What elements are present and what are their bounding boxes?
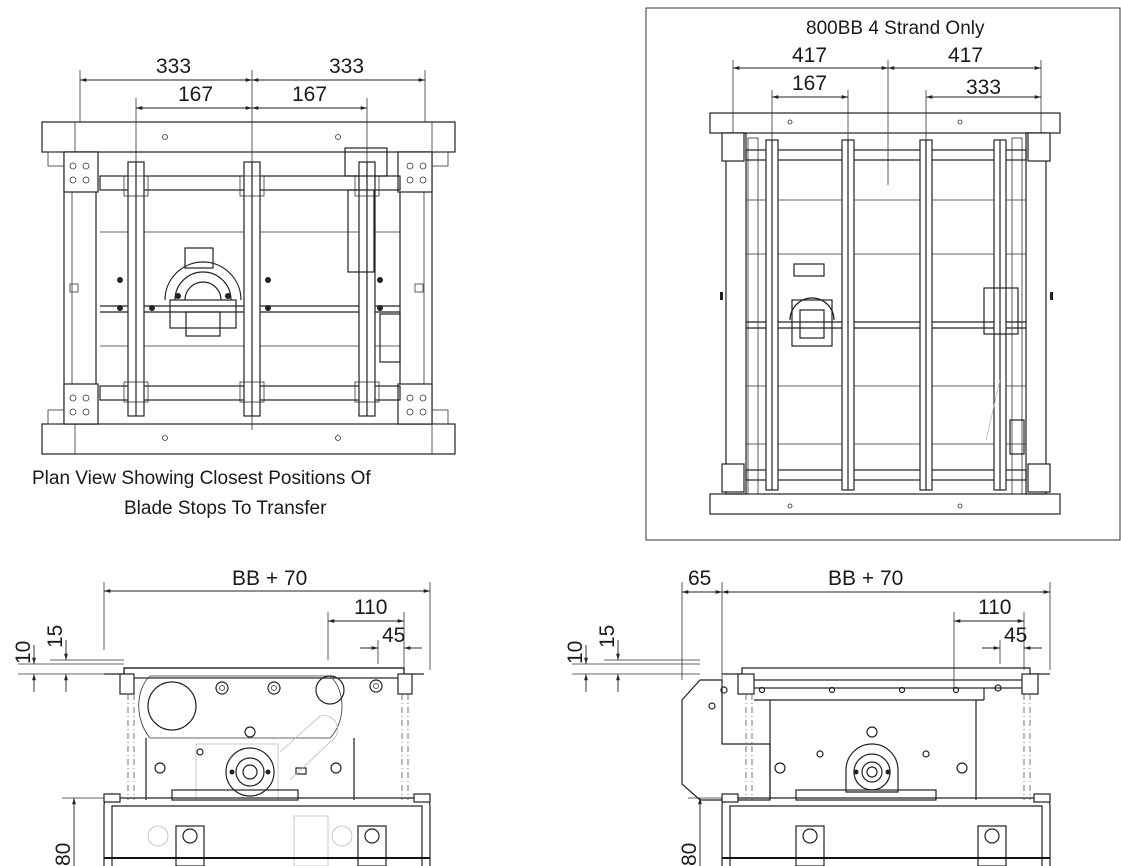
plan-left-frame (41, 121, 456, 455)
dim-bb70-right: BB + 70 (828, 567, 903, 590)
plan-left-dimensions: 333 333 167 167 (79, 55, 426, 430)
dim-80-left: 80 (52, 843, 75, 866)
plan-right-blade-stop (983, 287, 1025, 455)
dim-110-right: 110 (978, 596, 1011, 619)
plan-left-bolts (117, 277, 383, 311)
dim-80-right: 80 (678, 843, 701, 866)
plan-view-caption-line2: Blade Stops To Transfer (124, 498, 327, 519)
side-left-body (103, 667, 431, 866)
side-right-dimensions: 65 BB + 70 110 45 10 15 80 (564, 567, 1051, 866)
dim-15-left: 15 (44, 625, 67, 648)
dim-333: 333 (966, 76, 1001, 99)
dim-417-left: 417 (792, 44, 827, 67)
dim-167: 167 (792, 72, 827, 95)
strand-box-title: 800BB 4 Strand Only (806, 18, 985, 39)
dim-45-right: 45 (1004, 624, 1027, 647)
dim-65-right: 65 (688, 567, 711, 590)
dim-15-right: 15 (596, 625, 619, 648)
plan-left-drive-motor (164, 247, 242, 337)
dim-167-left: 167 (178, 83, 213, 106)
dim-110-left: 110 (354, 596, 387, 619)
plan-right-frame (709, 112, 1061, 515)
plan-left-blade-stop (344, 147, 401, 363)
side-left-dimensions: BB + 70 110 45 10 15 80 (12, 567, 431, 866)
dim-10-left: 10 (12, 641, 35, 664)
side-view-right: 65 BB + 70 110 45 10 15 80 (564, 567, 1051, 866)
plan-view-left: 333 333 167 167 (32, 55, 456, 519)
plan-right-shafts (745, 149, 1027, 481)
side-view-left: BB + 70 110 45 10 15 80 (12, 567, 431, 866)
plan-view-caption-line1: Plan View Showing Closest Positions Of (32, 468, 371, 489)
plan-right-strands (765, 139, 1007, 491)
dim-10-right: 10 (564, 641, 587, 664)
dim-167-right: 167 (292, 83, 327, 106)
side-right-body (681, 667, 1051, 866)
dim-333-left: 333 (156, 55, 191, 78)
plan-right-drive-motor (789, 263, 835, 347)
plan-left-strands (123, 161, 380, 417)
strand-box-border (645, 7, 1121, 541)
dim-333-right: 333 (329, 55, 364, 78)
dim-45-left: 45 (382, 624, 405, 647)
dim-bb70-left: BB + 70 (232, 567, 307, 590)
dim-417-right: 417 (948, 44, 983, 67)
plan-right-dimensions: 417 417 167 333 (732, 44, 1042, 185)
plan-view-800bb-4-strand: 800BB 4 Strand Only 417 417 167 333 (645, 7, 1121, 541)
